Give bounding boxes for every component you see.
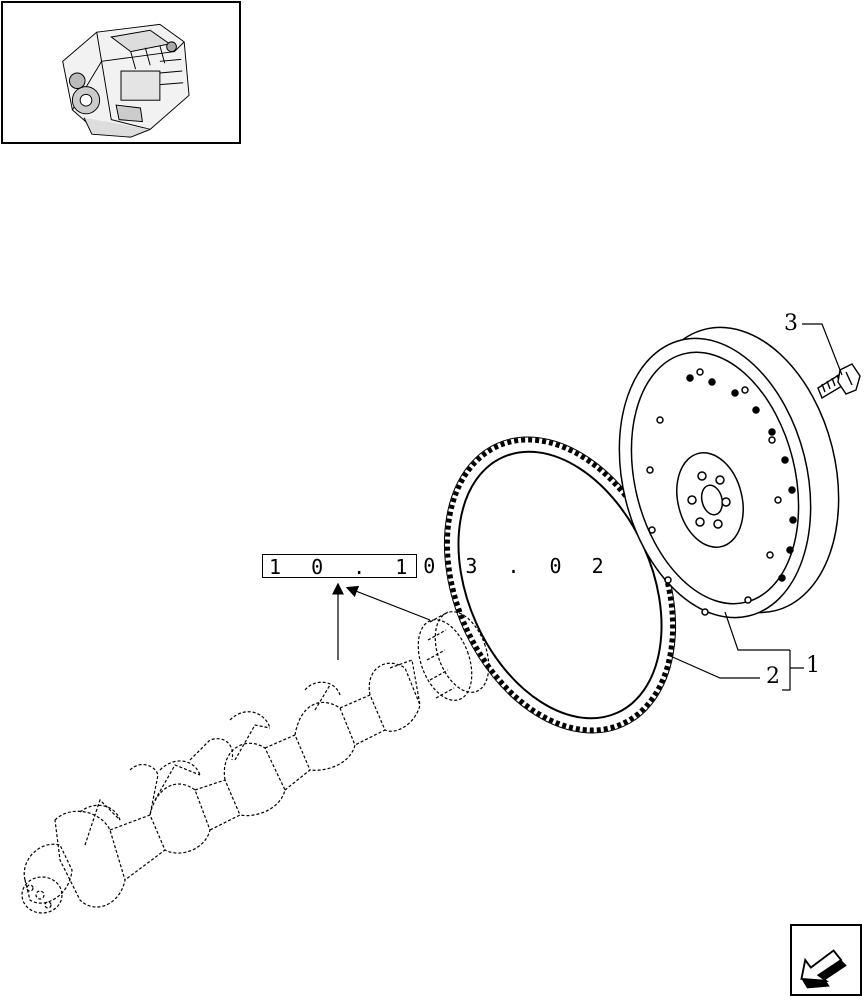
callout-flywheel: 1	[806, 653, 820, 678]
cross-reference-link[interactable]: 1 0 . 1 0 3 . 0 2	[262, 553, 613, 579]
engine-icon	[62, 23, 190, 138]
bracket-1-2	[782, 650, 804, 691]
reference-arrow-gear	[345, 585, 431, 621]
callout-bolt: 3	[784, 311, 798, 336]
crankshaft	[21, 659, 421, 914]
crankshaft-gear	[417, 611, 490, 701]
cross-reference-boxed: 1 0 . 1	[262, 554, 418, 579]
callout-ring-gear: 2	[766, 664, 780, 689]
flywheel-bolt	[817, 363, 861, 400]
leader-3	[802, 323, 843, 376]
flywheel	[618, 326, 840, 619]
engine-thumbnail	[1, 1, 241, 144]
previous-page-button[interactable]	[790, 924, 862, 996]
previous-page-arrow-icon	[800, 949, 847, 989]
leader-1-flywheel	[724, 611, 790, 651]
cross-reference-rest: 0 3 . 0 2	[423, 554, 613, 578]
leader-2-ring-gear	[667, 654, 760, 679]
